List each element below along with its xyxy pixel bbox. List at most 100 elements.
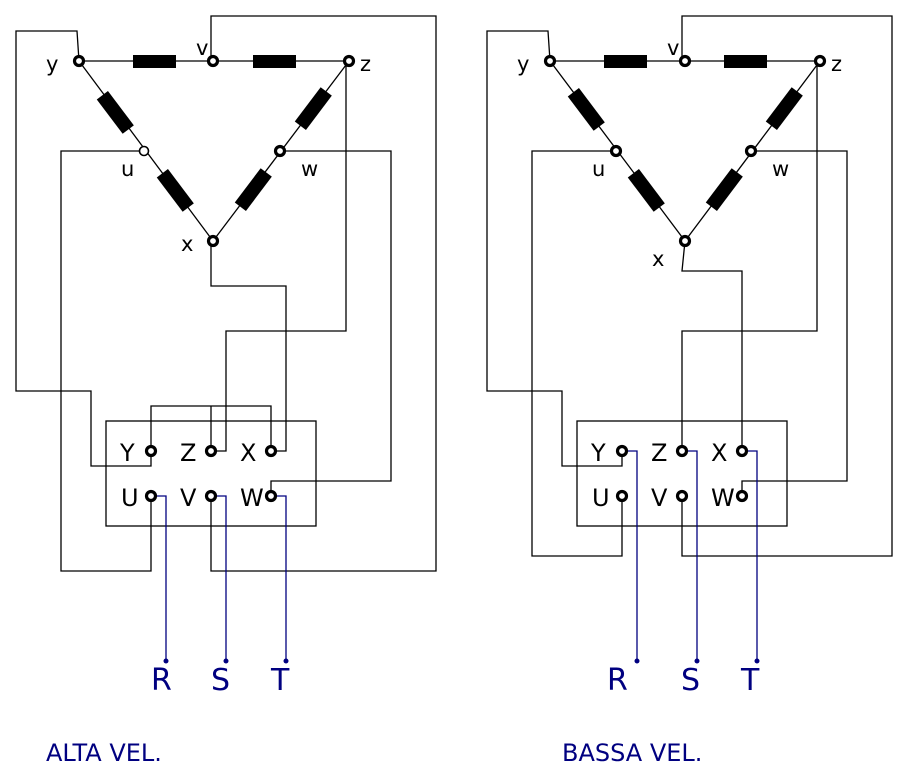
terminals-alta [144, 444, 278, 503]
label-node-w: w [772, 157, 789, 181]
label-node-w: w [301, 157, 318, 181]
wire-x-to-X [210, 241, 287, 452]
terminal-X [264, 444, 278, 458]
wire-v-to-V [681, 15, 893, 557]
phase-label-T: T [740, 663, 760, 698]
terminal-label-Y: Y [119, 439, 135, 467]
label-node-z: z [831, 52, 842, 76]
label-node-z: z [360, 52, 371, 76]
wire-z-to-Z [681, 60, 820, 451]
lead-R-to-Y [622, 450, 638, 661]
phase-label-S: S [211, 663, 230, 698]
terminal-label-U: U [121, 484, 139, 512]
coil-w-x [705, 168, 743, 211]
coil-y-u [567, 88, 605, 131]
terminal-box-alta: Y Z X U V W [105, 420, 317, 527]
node-x [678, 234, 692, 248]
node-v [678, 54, 692, 68]
terminals-bassa [615, 444, 749, 503]
terminal-Z [204, 444, 218, 458]
node-v [206, 54, 220, 68]
supply-dot-T [754, 658, 760, 664]
node-z [813, 54, 827, 68]
wire-u-to-U [531, 150, 623, 557]
terminal-W [264, 489, 278, 503]
phase-label-R: R [151, 663, 172, 698]
windings-alta: y v z u w x [46, 36, 371, 256]
label-node-u: u [121, 157, 134, 181]
lead-S-to-V [211, 495, 227, 661]
terminal-label-Y: Y [590, 439, 606, 467]
terminal-label-U: U [592, 484, 610, 512]
terminal-label-X: X [240, 439, 256, 467]
coil-z-w [765, 87, 803, 130]
terminal-V [675, 489, 689, 503]
diagram-alta-velocita: y v z u w x Y Z X U V W R S T [15, 15, 437, 767]
lead-R-to-U [151, 495, 167, 661]
phase-label-S: S [681, 663, 700, 698]
wire-w-to-W [270, 150, 392, 496]
terminal-label-V: V [651, 484, 668, 512]
terminal-box-bassa: Y Z X U V W [576, 420, 788, 527]
coil-y-v [604, 55, 647, 68]
coil-v-z [253, 55, 296, 68]
wire-y-to-Y [486, 30, 623, 467]
wiring-alta [15, 15, 437, 572]
wiring-bassa [486, 15, 893, 557]
coil-y-v [133, 55, 176, 68]
wire-v-to-V [210, 15, 437, 572]
node-u [138, 145, 150, 157]
terminal-Y [615, 444, 629, 458]
supply-leads-alta: R S T [151, 495, 290, 698]
terminal-label-X: X [711, 439, 727, 467]
terminal-W [735, 489, 749, 503]
coil-w-x [234, 168, 272, 211]
wire-z-to-Z [211, 60, 349, 452]
coil-u-x [156, 169, 194, 212]
terminal-label-W: W [711, 484, 735, 512]
node-w [744, 144, 758, 158]
lead-T-to-W [271, 495, 287, 661]
terminal-label-W: W [240, 484, 264, 512]
wire-y-to-Y [15, 30, 152, 467]
label-node-y: y [517, 52, 529, 76]
terminal-U [615, 489, 629, 503]
node-y [543, 54, 557, 68]
label-node-v: v [667, 36, 679, 60]
phase-label-R: R [607, 663, 628, 698]
label-node-v: v [196, 36, 208, 60]
terminal-label-Z: Z [180, 439, 196, 467]
label-node-x: x [181, 232, 193, 256]
supply-dot-T [283, 658, 289, 664]
windings-bassa: y v z u w x [517, 36, 842, 271]
wire-u-to-U [60, 150, 152, 572]
terminal-X [735, 444, 749, 458]
node-u [609, 144, 623, 158]
coil-u-x [627, 169, 665, 212]
node-x [206, 234, 220, 248]
terminal-label-Z: Z [651, 439, 667, 467]
coil-y-u [96, 91, 134, 134]
label-node-y: y [46, 52, 58, 76]
terminal-box-outline [105, 420, 317, 527]
node-z [342, 54, 356, 68]
wire-x-to-X [681, 240, 743, 451]
terminal-Z [675, 444, 689, 458]
label-node-x: x [652, 247, 664, 271]
supply-dot-R [163, 658, 169, 664]
terminal-U [144, 489, 158, 503]
coil-v-z [724, 55, 767, 68]
terminal-V [204, 489, 218, 503]
terminal-box-outline [576, 420, 788, 527]
supply-leads-bassa: R S T [607, 450, 760, 698]
diagram-title-bassa: BASSA VEL. [562, 739, 702, 767]
diagram-title-alta: ALTA VEL. [46, 739, 162, 767]
supply-dot-S [694, 658, 700, 664]
terminal-Y [144, 444, 158, 458]
wire-w-to-W [741, 150, 848, 496]
supply-dot-R [634, 658, 640, 664]
node-y [72, 54, 86, 68]
terminal-label-V: V [180, 484, 197, 512]
coil-z-w [294, 87, 332, 130]
